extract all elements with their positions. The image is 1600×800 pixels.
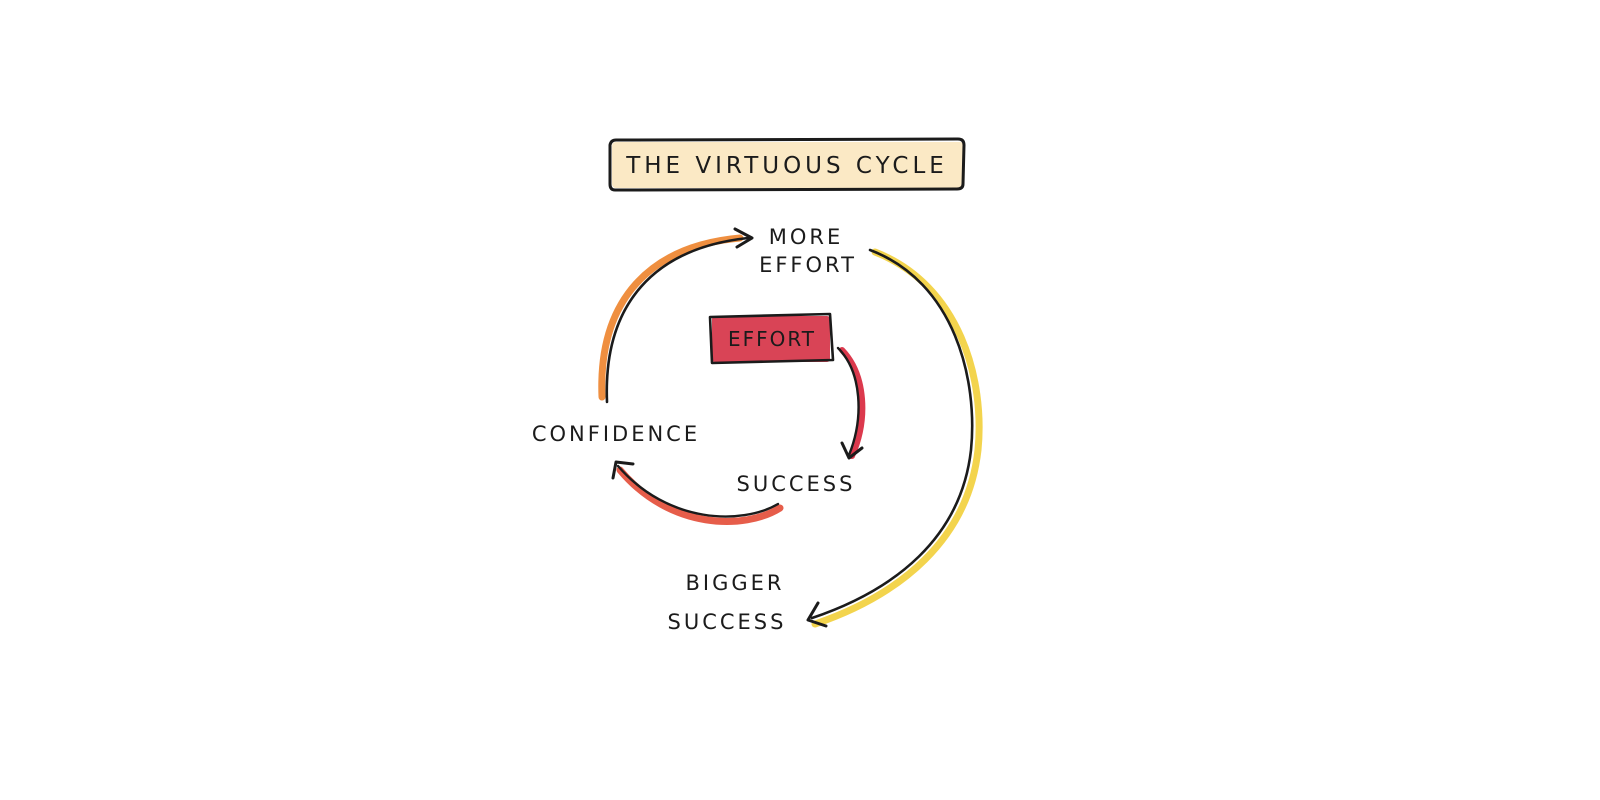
bigger-success-label-line1: BIGGER (685, 571, 784, 595)
edge-more-effort-to-bigger-success (806, 248, 983, 628)
node-effort: EFFORT (708, 312, 835, 365)
edge-success-to-confidence (611, 460, 784, 525)
edge-more-effort-to-bigger-success-color (811, 248, 983, 628)
more-effort-label-line2: EFFORT (759, 253, 857, 277)
edge-confidence-to-more-effort-color (598, 234, 744, 401)
arrowhead-bigger-success-icon (806, 601, 828, 628)
arrowhead-confidence-icon (611, 460, 635, 480)
diagram-title: THE VIRTUOUS CYCLE (625, 153, 948, 179)
edge-effort-to-success (836, 346, 866, 460)
arrowhead-success-icon (840, 441, 864, 460)
more-effort-label-line1: MORE (769, 225, 844, 249)
edge-success-to-confidence-line (616, 464, 780, 518)
edge-success-to-confidence-color (616, 466, 784, 525)
success-label: SUCCESS (737, 472, 856, 496)
effort-box-outline (708, 312, 835, 365)
bigger-success-label-line2: SUCCESS (668, 610, 787, 634)
effort-label: EFFORT (728, 327, 816, 351)
edge-more-effort-to-bigger-success-line (810, 248, 974, 620)
node-bigger-success: BIGGER SUCCESS (668, 571, 787, 634)
edge-effort-to-success-color (839, 347, 866, 459)
arrowhead-more-effort-icon (733, 227, 754, 249)
title-box-highlight (612, 142, 964, 188)
effort-box-fill (712, 316, 830, 362)
node-more-effort: MORE EFFORT (759, 225, 857, 277)
confidence-label: CONFIDENCE (532, 422, 700, 446)
edge-confidence-to-more-effort-line (605, 236, 750, 404)
title-box: THE VIRTUOUS CYCLE (608, 137, 966, 192)
edge-effort-to-success-line (836, 346, 860, 457)
edge-confidence-to-more-effort (598, 227, 754, 404)
title-box-outline (608, 137, 966, 192)
